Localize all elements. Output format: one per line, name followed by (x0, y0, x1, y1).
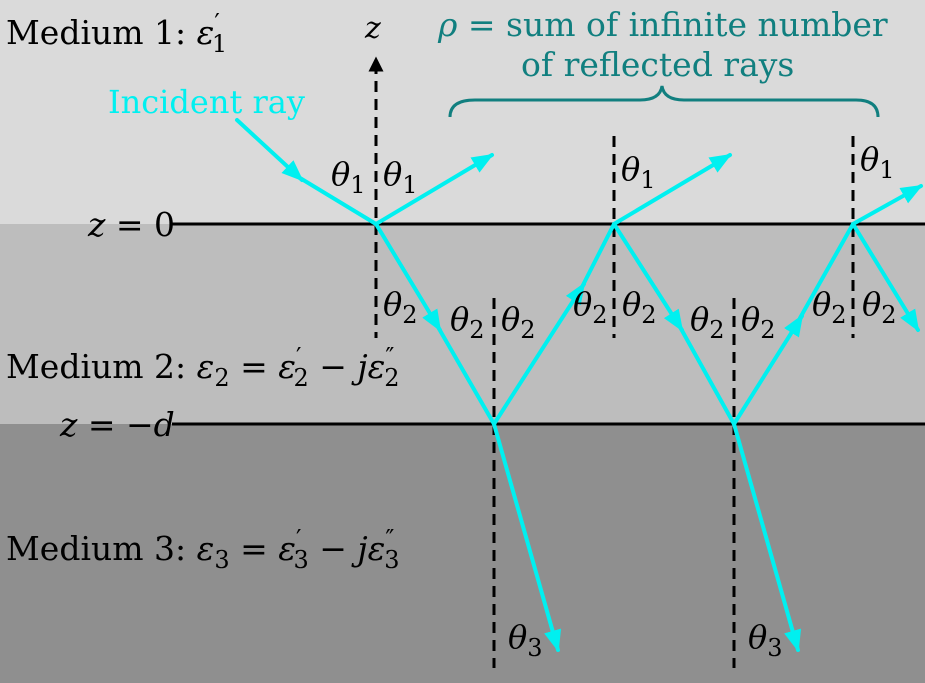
theta1-reflected-2: θ1 (621, 150, 656, 194)
incident-ray-label: Incident ray (108, 83, 305, 121)
medium2-ray-4a (732, 314, 804, 426)
rho-label-line1: ρ = sum of infinite number (437, 5, 888, 44)
theta2-h: θ2 (812, 285, 847, 329)
theta1-reflected-1: θ1 (383, 155, 418, 199)
medium2-ray-4b (798, 222, 855, 320)
transmitted-ray-2 (732, 422, 802, 653)
medium2-ray-2b (580, 222, 616, 289)
theta2-c: θ2 (501, 300, 536, 344)
medium2-ray-2a (492, 282, 586, 426)
medium3-label: Medium 3: ε3 = ε′3 − jε″3 (6, 525, 400, 574)
z-axis-label: z (364, 11, 381, 46)
incident-ray-b (298, 176, 378, 226)
reflected-ray-3 (851, 184, 923, 226)
medium2-ray-1b (436, 325, 496, 426)
surface-normals (374, 136, 855, 668)
theta3-a: θ3 (508, 618, 543, 662)
rho-brace (448, 85, 880, 118)
reflected-ray-2 (612, 153, 732, 226)
theta2-a: θ2 (383, 285, 418, 329)
theta1-incident: θ1 (331, 155, 366, 199)
theta-labels: θ1 θ1 θ1 θ1 θ2 θ2 θ2 θ2 θ2 θ2 θ2 θ2 θ2 θ… (331, 140, 897, 662)
theta2-e: θ2 (622, 285, 657, 329)
theta2-b: θ2 (450, 300, 485, 344)
rays (235, 118, 923, 653)
transmitted-ray-1 (492, 422, 562, 653)
medium2-ray-5 (851, 222, 920, 332)
medium1-region (0, 0, 925, 224)
theta1-reflected-3: θ1 (860, 140, 895, 184)
z-equals-minus-d-label: z = −d (59, 405, 175, 444)
medium2-label: Medium 2: ε2 = ε′2 − jε″2 (6, 343, 400, 392)
theta2-i: θ2 (862, 285, 897, 329)
theta2-d: θ2 (573, 285, 608, 329)
theta3-b: θ3 (748, 618, 783, 662)
rho-label-line2: of reflected rays (521, 45, 794, 84)
reflected-ray-1 (374, 153, 494, 226)
medium2-ray-1a (374, 222, 442, 332)
medium2-ray-3b (678, 325, 736, 426)
medium2-ray-3a (612, 222, 684, 332)
theta2-f: θ2 (690, 300, 725, 344)
z-equals-zero-label: z = 0 (87, 205, 175, 244)
medium2-region (0, 224, 925, 424)
incident-ray-a (235, 118, 304, 182)
medium1-label: Medium 1: ε′1 (6, 9, 227, 58)
theta2-g: θ2 (741, 300, 776, 344)
